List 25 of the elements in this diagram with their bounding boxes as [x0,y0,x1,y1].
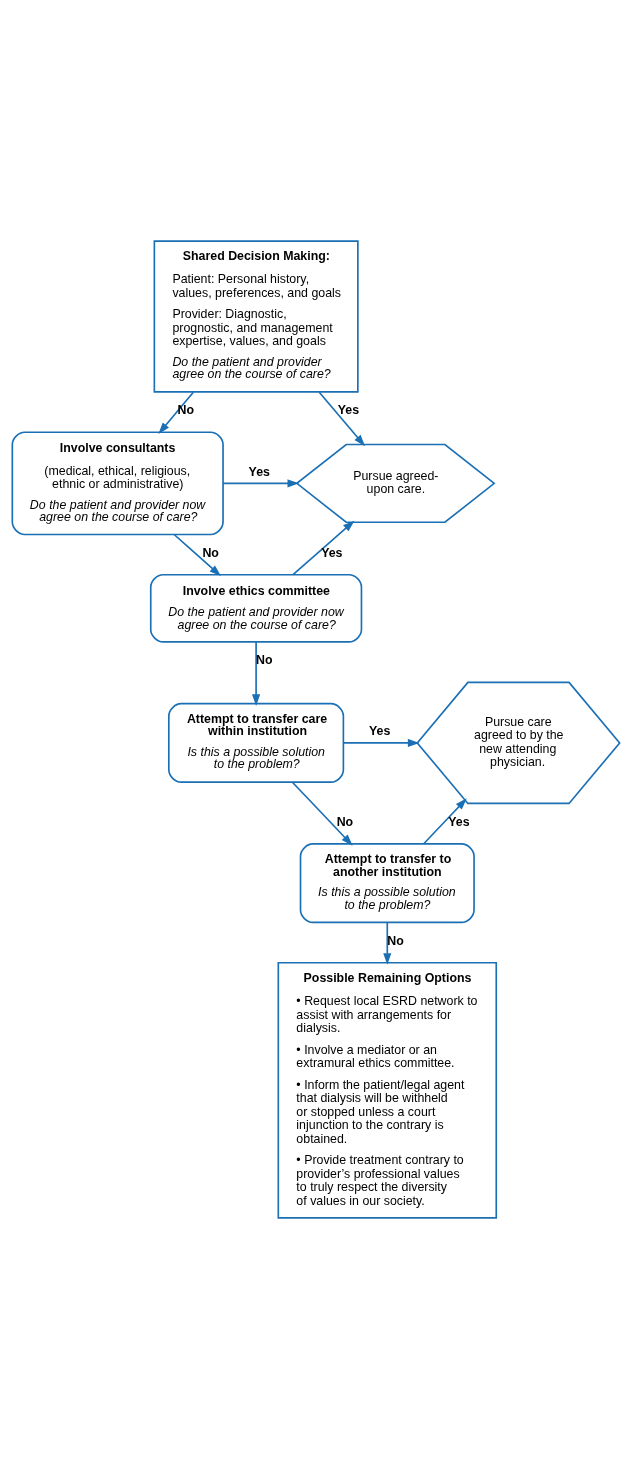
node-box: Involve consultants (medical, ethical, religious, ethnic or administrative) Do the patient and provider now agree on the course of care? [11,430,224,535]
edge-label: Yes [321,545,343,560]
edge-label: No [177,402,195,417]
arrow [383,921,392,965]
edge-label: No [387,933,404,948]
node-box: Possible Remaining Options • Request local ESRD network to assist with arrangements for dialysis. • Involve a mediator or an extramural ethics committee. • Inform the patient/legal agent that dialysis will be withheld or stopped unless a court injunction to the contrary is obtained. • Provide treatment contrary to provider’s professional values to truly respect the diversity of values in our society. [277,961,498,1219]
arrow [158,390,195,434]
arrow [342,738,420,747]
edge-label: Yes [248,464,270,479]
edge-label: Yes [448,814,470,829]
edge-label: Yes [337,402,360,417]
arrow [222,478,300,487]
arrow [292,520,355,576]
arrow [422,797,467,845]
arrow [173,533,221,576]
node-box: Attempt to transfer to another institution Is this a possible solution to the problem? [299,842,475,923]
edge-label: Yes [368,723,391,738]
node-box: Involve ethics committee Do the patient and provider now agree on the course of care? [149,573,363,643]
arrow [291,781,353,846]
edge-label: No [202,545,219,560]
arrow [318,390,366,446]
arrow [252,640,261,706]
node-box: Attempt to transfer care within institution Is this a possible solution to the problem? [168,702,345,783]
node-box: Shared Decision Making: Patient: Personal history, values, preferences, and goals Provider: Diagnostic, prognostic, and management expertise, values, and goals Do the patient and provider agree on the course of care? [153,239,359,393]
edge-label: No [336,814,354,829]
